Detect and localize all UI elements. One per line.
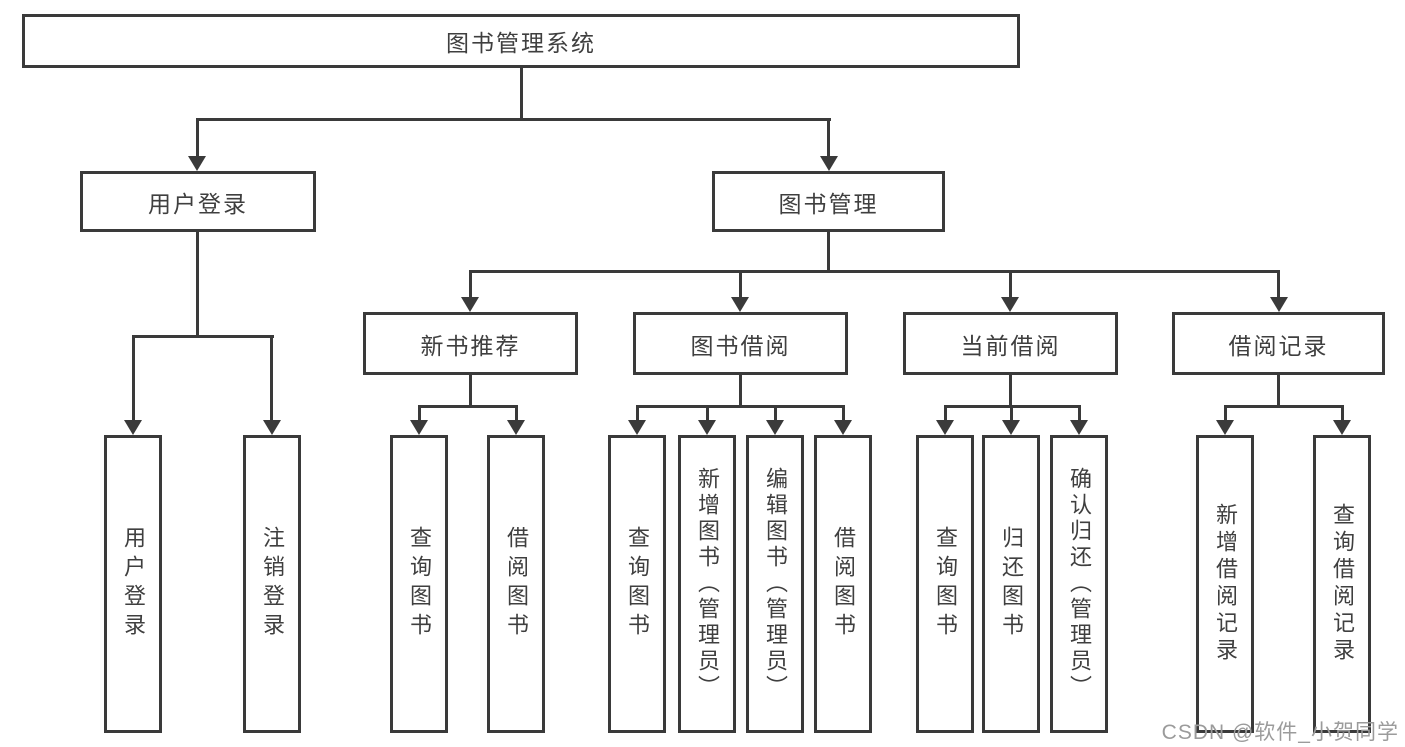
arrow-down-icon [936,420,954,435]
arrow-down-icon [1216,420,1234,435]
leaf-query-borrow-record: 查询借阅记录 [1313,435,1371,733]
connector-user-login-stem [196,232,199,335]
leaf-borrow-books: 借阅图书 [814,435,872,733]
connector-drop-user-login [196,118,199,158]
connector-drop-borrow-record [1277,270,1280,298]
connector-drop-leaf [418,405,421,421]
connector-new-book-stem [469,375,472,407]
arrow-down-icon [1333,420,1351,435]
connector-root-bus [196,118,831,121]
connector-root-stem [520,68,523,120]
node-library-management-system: 图书管理系统 [22,14,1020,68]
connector-drop-leaf [1010,405,1013,421]
arrow-down-icon [461,297,479,312]
arrow-down-icon [766,420,784,435]
arrow-down-icon [628,420,646,435]
leaf-add-book-admin: 新增图书（管理员） [678,435,736,733]
connector-new-book-bus [418,405,518,408]
connector-current-borrow-stem [1009,375,1012,407]
connector-drop-leaf [774,405,777,421]
connector-book-borrow-bus [636,405,845,408]
connector-drop-leaf [1341,405,1344,421]
arrow-down-icon [1001,297,1019,312]
connector-drop-leaf [706,405,709,421]
arrow-down-icon [124,420,142,435]
connector-drop-leaf [944,405,947,421]
connector-drop-leaf [1224,405,1227,421]
csdn-watermark: CSDN @软件_小贺同学 [1161,721,1399,744]
connector-book-management-stem [827,232,830,272]
node-borrowing-records: 借阅记录 [1172,312,1385,375]
leaf-logout: 注销登录 [243,435,301,733]
node-current-borrowing: 当前借阅 [903,312,1118,375]
connector-drop-leaf [842,405,845,421]
node-user-login: 用户登录 [80,171,316,232]
connector-drop-leaf [515,405,518,421]
leaf-edit-book-admin: 编辑图书（管理员） [746,435,804,733]
arrow-down-icon [263,420,281,435]
connector-borrow-record-bus [1224,405,1344,408]
arrow-down-icon [1270,297,1288,312]
connector-borrow-record-stem [1277,375,1280,407]
leaf-borrow-books-newbook: 借阅图书 [487,435,545,733]
connector-book-borrow-stem [739,375,742,407]
leaf-confirm-return-admin: 确认归还（管理员） [1050,435,1108,733]
leaf-user-login: 用户登录 [104,435,162,733]
connector-drop-current-borrow [1009,270,1012,298]
arrow-down-icon [1070,420,1088,435]
arrow-down-icon [410,420,428,435]
connector-drop-leaf [270,335,273,421]
arrow-down-icon [834,420,852,435]
arrow-down-icon [188,156,206,171]
connector-drop-book-borrow [739,270,742,298]
leaf-query-books-borrow: 查询图书 [608,435,666,733]
node-book-management: 图书管理 [712,171,945,232]
leaf-return-books: 归还图书 [982,435,1040,733]
arrow-down-icon [698,420,716,435]
connector-drop-book-management [827,118,830,158]
connector-user-login-bus [132,335,274,338]
leaf-add-borrow-record: 新增借阅记录 [1196,435,1254,733]
connector-drop-leaf [1078,405,1081,421]
leaf-query-books-current: 查询图书 [916,435,974,733]
connector-drop-leaf [132,335,135,421]
leaf-query-books-newbook: 查询图书 [390,435,448,733]
arrow-down-icon [1002,420,1020,435]
arrow-down-icon [507,420,525,435]
node-book-borrowing: 图书借阅 [633,312,848,375]
node-new-book-recommend: 新书推荐 [363,312,578,375]
arrow-down-icon [820,156,838,171]
connector-drop-leaf [636,405,639,421]
connector-drop-new-book [469,270,472,298]
arrow-down-icon [731,297,749,312]
connector-book-management-bus [469,270,1280,273]
